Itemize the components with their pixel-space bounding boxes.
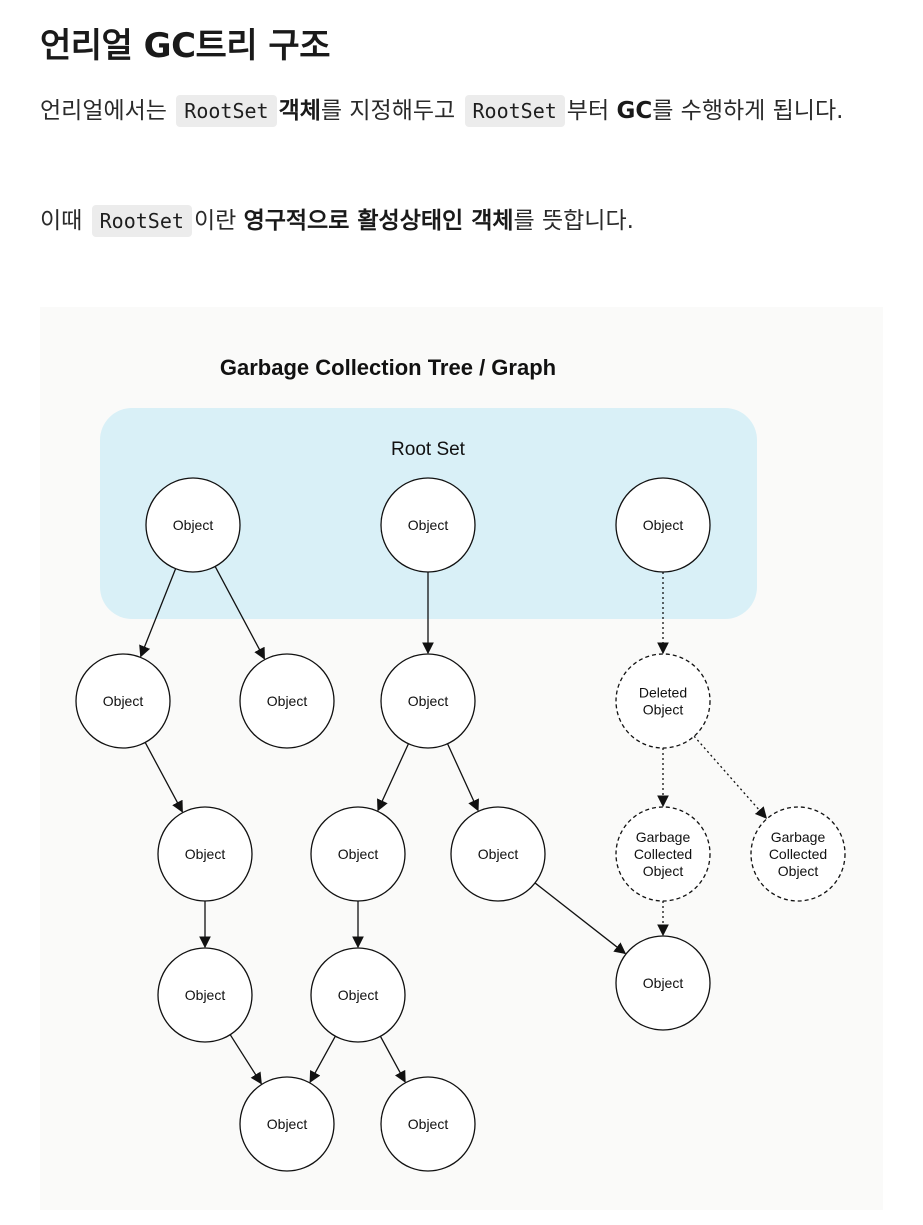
inline-code-rootset: RootSet — [464, 95, 565, 127]
edge-b4-to-m1-arrow — [309, 1035, 336, 1083]
node-label: Object — [643, 975, 684, 991]
text-segment: 언리얼에서는 — [40, 98, 175, 124]
node-circle — [310, 806, 406, 902]
node-circle — [239, 1076, 335, 1172]
node-label: Garbage — [771, 829, 826, 845]
edge-a1-to-a3-arrow — [144, 742, 183, 813]
node-label: Object — [408, 1116, 449, 1132]
node-a1: Object — [75, 653, 171, 749]
edge-r1-to-a2-arrow — [214, 566, 265, 660]
node-circle — [380, 477, 476, 573]
node-label: Object — [267, 693, 308, 709]
node-a4: Object — [157, 947, 253, 1043]
bold-text: 영구적으로 활성상태인 객체 — [243, 208, 514, 234]
node-circle — [239, 653, 335, 749]
node-label: Object — [173, 517, 214, 533]
node-circle — [380, 653, 476, 749]
diagram-title: Garbage Collection Tree / Graph — [220, 355, 556, 380]
node-a3: Object — [157, 806, 253, 902]
edge-a4-to-m1-arrow — [229, 1034, 262, 1085]
inline-code-rootset: RootSet — [176, 95, 277, 127]
node-label: Object — [778, 863, 819, 879]
text-segment: 를 뜻합니다. — [513, 208, 634, 234]
page-title: 언리얼 GC트리 구조 — [40, 26, 331, 66]
node-circle — [450, 806, 546, 902]
node-label: Object — [408, 693, 449, 709]
node-m1: Object — [239, 1076, 335, 1172]
node-label: Object — [643, 863, 684, 879]
node-circle — [615, 653, 711, 749]
node-r2: Object — [380, 477, 476, 573]
node-label: Object — [478, 846, 519, 862]
node-label: Object — [643, 517, 684, 533]
gc-diagram-figure: Garbage Collection Tree / Graph Root Set… — [40, 307, 883, 1210]
node-circle — [310, 947, 406, 1043]
node-label: Deleted — [639, 685, 687, 701]
root-set-label: Root Set — [391, 439, 466, 460]
node-label: Object — [185, 846, 226, 862]
text-segment: 이란 — [193, 208, 244, 234]
node-circle — [615, 806, 711, 902]
node-m2: Object — [380, 1076, 476, 1172]
node-label: Object — [643, 702, 684, 718]
edge-d1-to-g2-arrow — [693, 735, 768, 819]
node-circle — [75, 653, 171, 749]
node-b4: Object — [310, 947, 406, 1043]
edge-b1-to-b2-arrow — [377, 743, 410, 812]
bold-text: GC — [616, 98, 653, 124]
node-label: Object — [103, 693, 144, 709]
node-circle — [157, 947, 253, 1043]
gc-diagram: Garbage Collection Tree / Graph Root Set… — [75, 355, 846, 1172]
node-c1: Object — [615, 935, 711, 1031]
node-b2: Object — [310, 806, 406, 902]
node-label: Object — [267, 1116, 308, 1132]
edge-b4-to-m2-arrow — [379, 1035, 406, 1083]
edges-layer — [139, 566, 768, 1085]
node-circle — [615, 477, 711, 573]
bold-text: 객체 — [278, 98, 321, 124]
text-segment: 를 수행하게 됩니다. — [652, 98, 844, 124]
edge-b1-to-b3-arrow — [446, 743, 479, 812]
node-r1: Object — [145, 477, 241, 573]
inline-code-rootset: RootSet — [91, 205, 192, 237]
node-circle — [750, 806, 846, 902]
edge-b3-to-c1-arrow — [534, 882, 627, 955]
node-label: Garbage — [636, 829, 691, 845]
node-circle — [615, 935, 711, 1031]
node-label: Collected — [769, 846, 827, 862]
node-circle — [145, 477, 241, 573]
node-label: Object — [185, 987, 226, 1003]
node-label: Collected — [634, 846, 692, 862]
node-a2: Object — [239, 653, 335, 749]
node-b1: Object — [380, 653, 476, 749]
node-b3: Object — [450, 806, 546, 902]
node-circle — [380, 1076, 476, 1172]
node-label: Object — [408, 517, 449, 533]
node-r3: Object — [615, 477, 711, 573]
node-label: Object — [338, 846, 379, 862]
text-segment: 부터 — [566, 98, 617, 124]
text-segment: 를 지정해두고 — [320, 98, 463, 124]
text-segment: 이때 — [40, 208, 90, 234]
edge-r1-to-a1-arrow — [139, 568, 177, 658]
node-circle — [157, 806, 253, 902]
node-label: Object — [338, 987, 379, 1003]
